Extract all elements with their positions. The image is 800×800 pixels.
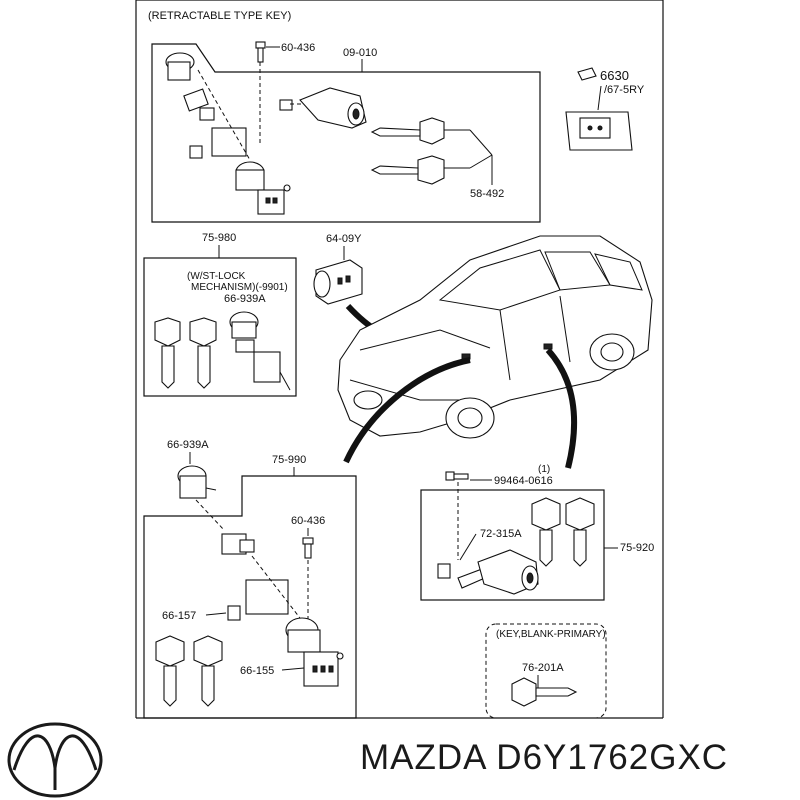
steering-lock-switch-icon xyxy=(177,465,217,499)
mazda-logo xyxy=(7,722,103,798)
top-group-box xyxy=(151,43,541,223)
bolt-icon-bottom xyxy=(302,537,314,559)
blank-key-note: (KEY,BLANK-PRIMARY) xyxy=(496,629,606,640)
blank-key-box xyxy=(485,623,607,719)
st-lock-note-line2: MECHANISM)(-9901) xyxy=(191,282,288,293)
key-icon-mid-left-1 xyxy=(154,317,181,389)
switch-assembly-mid-left xyxy=(229,311,291,391)
part-label-66-939a-bottom: 66-939A xyxy=(167,439,209,451)
part-label-09-010: 09-010 xyxy=(343,47,377,59)
ignition-switch-assembly-bottom xyxy=(221,533,344,687)
bottom-left-box xyxy=(143,475,357,719)
quantity-label: (1) xyxy=(538,464,550,475)
part-label-6630: 6630 xyxy=(600,68,629,83)
bottom-right-box xyxy=(420,489,605,601)
part-label-66-157: 66-157 xyxy=(162,610,196,622)
retractable-key-heading: (RETRACTABLE TYPE KEY) xyxy=(148,10,291,22)
part-label-99464-0616: 99464-0616 xyxy=(494,475,553,487)
key-icon-mid-left-2 xyxy=(189,317,217,389)
st-lock-note-line1: (W/ST-LOCK xyxy=(187,271,246,282)
part-label-72-315a: 72-315A xyxy=(480,528,522,540)
bolt-icon xyxy=(255,41,266,63)
part-label-60-436-bottom: 60-436 xyxy=(291,515,325,527)
key-icon-bottom-right-1 xyxy=(531,497,561,567)
brand-part-number: MAZDA D6Y1762GXC xyxy=(360,738,729,777)
part-label-58-492: 58-492 xyxy=(470,188,504,200)
key-icon-lower xyxy=(370,155,470,185)
part-label-64-09y: 64-09Y xyxy=(326,233,362,245)
door-lock-cylinder-icon xyxy=(313,259,363,305)
part-label-75-920: 75-920 xyxy=(620,542,654,554)
part-label-75-990: 75-990 xyxy=(272,454,306,466)
lock-cylinder-top xyxy=(279,87,367,129)
part-label-66-939a-mid: 66-939A xyxy=(224,293,266,305)
part-label-76-201a: 76-201A xyxy=(522,662,564,674)
pointer-arrow-ignition xyxy=(343,357,471,464)
part-label-60-436-top: 60-436 xyxy=(281,42,315,54)
mid-left-box xyxy=(143,257,297,397)
key-icon-bottom-left-1 xyxy=(155,635,185,707)
screw-icon xyxy=(445,471,469,481)
key-icon-upper xyxy=(370,117,470,145)
ignition-switch-assembly-top xyxy=(165,52,291,215)
part-label-67-5ry: /67-5RY xyxy=(604,84,645,96)
pointer-arrow-door-right xyxy=(545,347,578,469)
key-fob-icon xyxy=(565,67,633,151)
part-label-66-155: 66-155 xyxy=(240,665,274,677)
key-icon-bottom-right-2 xyxy=(565,497,595,567)
blank-key-icon xyxy=(511,677,578,707)
vehicle-illustration xyxy=(337,235,653,439)
part-label-75-980: 75-980 xyxy=(202,232,236,244)
door-lock-assembly-bottom xyxy=(437,549,539,595)
key-icon-bottom-left-2 xyxy=(193,635,223,707)
